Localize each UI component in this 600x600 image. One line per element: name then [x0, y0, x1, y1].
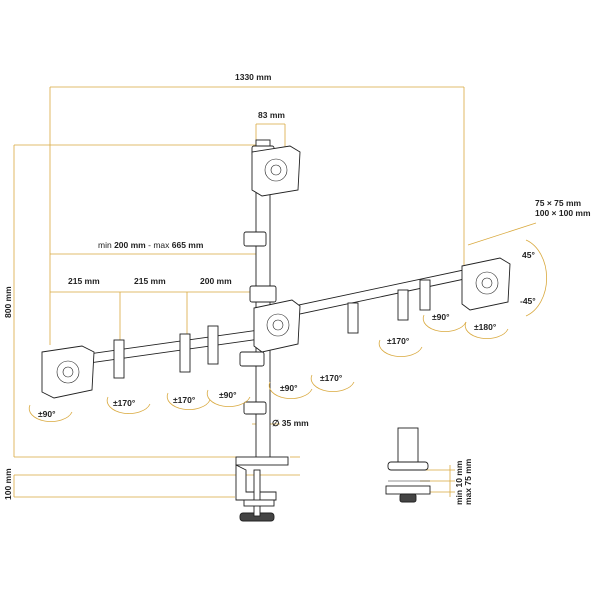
label-right-arm-3: ±180°: [474, 322, 497, 332]
monitor-plate-right: [461, 257, 511, 311]
label-center-mid: ±90°: [280, 383, 298, 393]
rotation-arrows: [28, 239, 548, 422]
label-seg1: 215 mm: [68, 276, 100, 286]
label-seg2: 215 mm: [134, 276, 166, 286]
label-arm-range: min 200 mm - max 665 mm: [98, 240, 204, 250]
label-left-arm-1: ±170°: [113, 398, 136, 408]
label-seg3: 200 mm: [200, 276, 232, 286]
right-arm: [270, 268, 470, 334]
label-desk-max: max 75 mm: [463, 458, 473, 505]
pole: [239, 139, 277, 459]
label-desk-min: min 10 mm: [454, 460, 464, 505]
desk-clamp: [235, 456, 289, 522]
monitor-plate-top: [251, 145, 301, 197]
left-arm: [69, 325, 258, 379]
label-left-tilt: ±90°: [38, 409, 56, 419]
label-clamp-height: 100 mm: [3, 468, 13, 500]
dimension-lines: [13, 86, 537, 498]
label-pole-diameter: ∅ 35 mm: [272, 418, 309, 428]
label-tilt-down: -45°: [520, 296, 536, 306]
label-vesa-75: 75 × 75 mm: [535, 198, 582, 208]
label-vesa-100: 100 × 100 mm: [535, 208, 591, 218]
label-total-height: 800 mm: [3, 286, 13, 318]
label-left-arm-3: ±90°: [219, 390, 237, 400]
label-tilt-up: 45°: [522, 250, 535, 260]
label-right-arm-2: ±90°: [432, 312, 450, 322]
label-center-right: ±170°: [320, 373, 343, 383]
clamp-side-detail: [385, 427, 431, 503]
monitor-plate-left: [41, 345, 95, 399]
label-total-width: 1330 mm: [235, 72, 272, 82]
label-left-arm-2: ±170°: [173, 395, 196, 405]
label-right-arm-1: ±170°: [387, 336, 410, 346]
monitor-plate-center: [253, 299, 301, 353]
label-pole-spacing: 83 mm: [258, 110, 285, 120]
